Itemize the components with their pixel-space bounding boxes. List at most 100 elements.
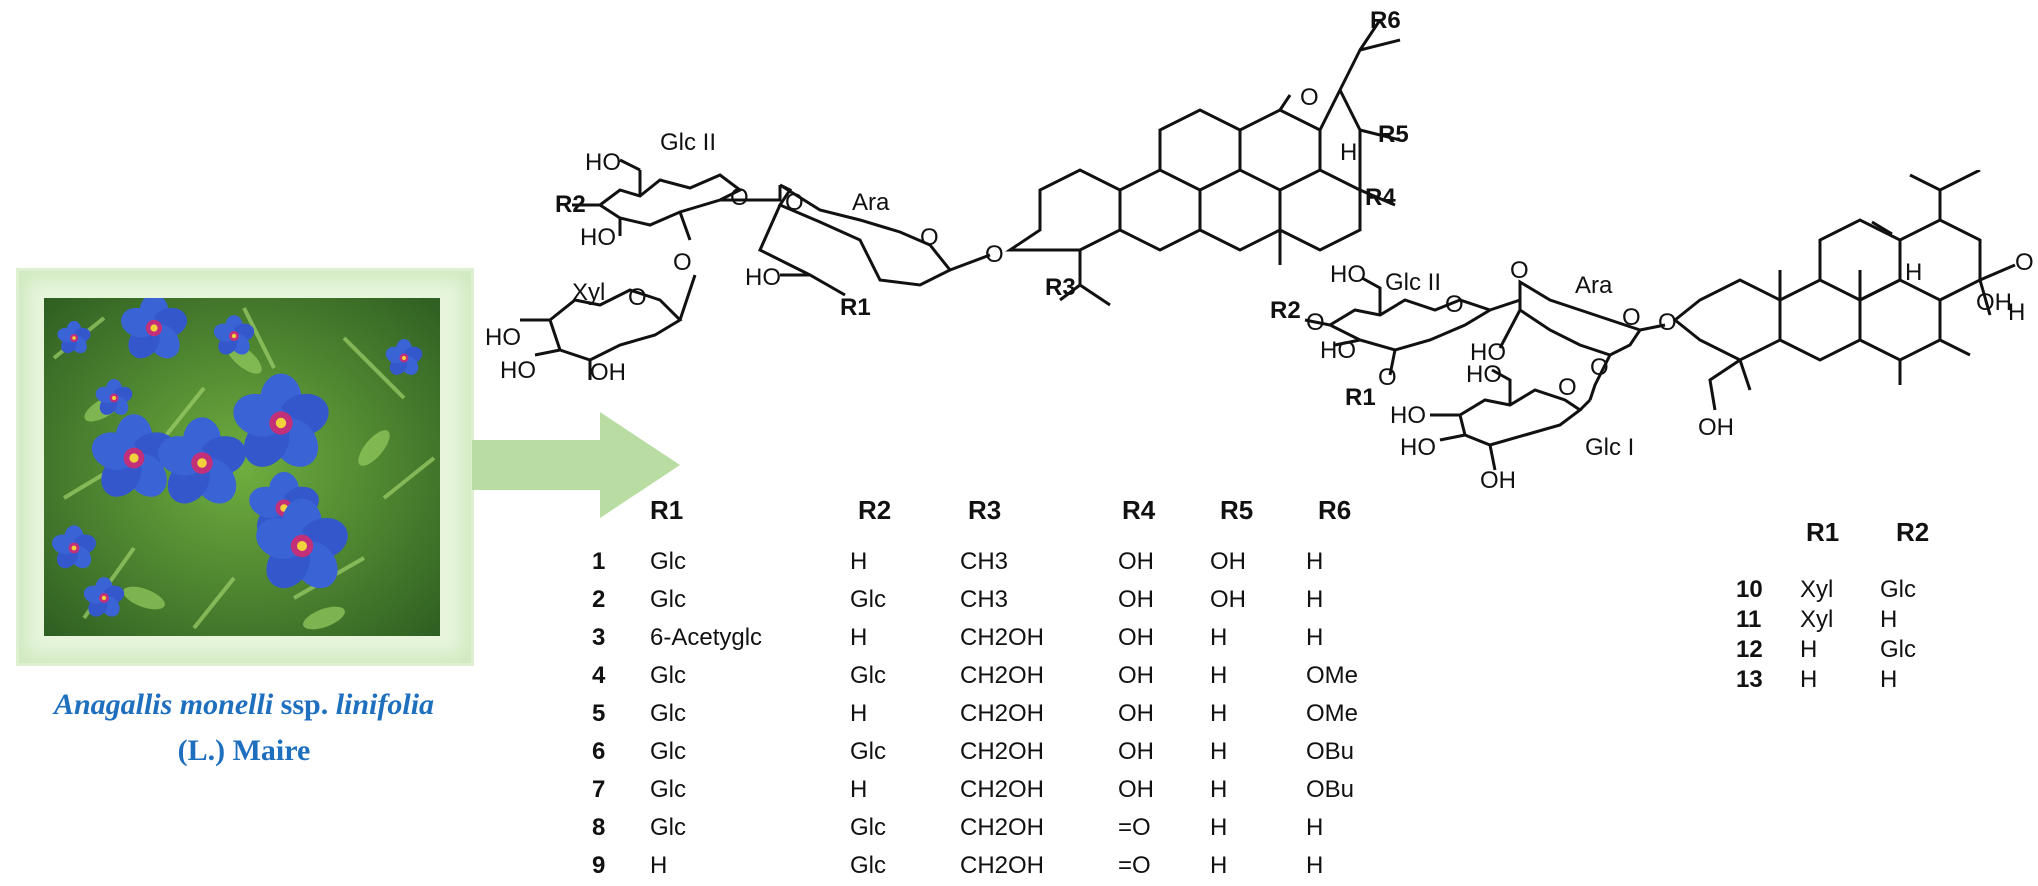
xyl-ring [520,274,697,380]
t1-row-2-r1: Glc [650,586,686,613]
t2-row-12-r1: H [1800,636,1818,663]
t1-row-3-r5: H [1210,624,1228,651]
t1-row-4-r6: OMe [1306,662,1359,689]
t1-row-5-id: 5 [592,700,606,727]
plant-photo [44,298,440,636]
s1-r1-label: R1 [840,294,871,321]
t2-row-11-r1: Xyl [1800,606,1834,633]
t2-row-12-id: 12 [1736,636,1763,663]
plant-illustration [44,298,440,636]
s1-o-bridge: O [1300,84,1319,111]
t1-row-8-r4: =O [1118,814,1151,841]
t1-row-3-r2: H [850,624,868,651]
t1-row-8-r6: H [1306,814,1324,841]
t1-row-9-r6: H [1306,852,1324,879]
t1-header-r1: R1 [650,495,684,525]
t2-row-10-r2: Glc [1880,576,1916,603]
t1-row-2-r2: Glc [850,586,886,613]
s2-ho-glc2: HO [1320,337,1356,364]
s2-o-glc2ring: O [1445,291,1464,318]
t1-row-6-id: 6 [592,738,606,765]
t1-row-5-r1: Glc [650,700,686,727]
t2-row-13-r2: H [1880,666,1898,693]
t1-row-7-id: 7 [592,776,606,803]
s1-xyl-label: Xyl [572,279,605,306]
s1-o-xylring: O [628,284,647,311]
s2-oh-ring: OH [1976,289,2012,316]
t1-row-4-r4: OH [1118,662,1154,689]
s2-ara-ring [1498,279,1666,401]
t2-row-10-id: 10 [1736,576,1763,603]
t1-row-8-r1: Glc [650,814,686,841]
s2-h-ring: H [1905,259,1922,286]
t1-row-8-r5: H [1210,814,1228,841]
structure-2-labels: Glc II HO R2 O HO O O R1 O Ara O HO O O … [1270,249,2034,494]
t1-row-6-r4: OH [1118,738,1154,765]
s2-ho-ara: HO [1470,339,1506,366]
t1-row-3-r3: CH2OH [960,624,1045,651]
t2-row-10-r1: Xyl [1800,576,1834,603]
t1-row-5-r3: CH2OH [960,700,1045,727]
t1-row-8-r2: Glc [850,814,886,841]
t1-row-1-r3: CH3 [960,548,1009,575]
t1-row-5-r4: OH [1118,700,1154,727]
t1-row-6-r6: OBu [1306,738,1355,765]
t1-row-2-r3: CH3 [960,586,1009,613]
s2-r2-label: R2 [1270,297,1301,324]
t1-row-1-r5: OH [1210,548,1246,575]
s2-o-glc1-link: O [1590,354,1609,381]
s2-o-aldehyde: O [2015,249,2034,276]
aglycone-rings [1005,19,1401,307]
t1-row-2-r5: OH [1210,586,1246,613]
t1-row-3-r1: 6-Acetyglc [650,624,763,651]
ara-ring [758,183,991,297]
t2-row-13-r1: H [1800,666,1818,693]
t1-row-1-r1: Glc [650,548,686,575]
t2-row-11-r2: H [1880,606,1898,633]
s1-o-glc2ring: O [730,184,749,211]
s1-ho-xyl2: HO [500,357,536,380]
t1-row-6-r5: H [1210,738,1228,765]
s2-o-ara-link: O [1510,257,1529,284]
s1-o-arating: O [920,224,939,251]
s1-ho-ara: HO [745,264,781,291]
t1-row-1-r4: OH [1118,548,1154,575]
s1-r6-label: R6 [1370,7,1401,34]
s1-r3-label: R3 [1045,274,1076,301]
s1-h: H [1340,139,1357,166]
s1-r5-label: R5 [1378,121,1409,148]
t1-row-6-r1: Glc [650,738,686,765]
s2-glc1-label: Glc I [1585,434,1634,461]
s2-h-aldehyde: H [2008,299,2025,326]
t1-row-7-r2: H [850,776,868,803]
t1-row-2-id: 2 [592,586,606,613]
species-ssp: ssp. [280,688,329,721]
species-variety: linifolia [335,688,435,721]
s2-ara-label: Ara [1575,272,1613,299]
species-author: (L.) Maire [177,734,311,767]
species-genus: Anagallis monelli [53,688,274,721]
t1-row-1-r2: H [850,548,868,575]
t1-row-5-r5: H [1210,700,1228,727]
s2-o-arating: O [1622,304,1641,331]
t1-header-r4: R4 [1122,495,1156,525]
s2-ho-glc1a: HO [1390,402,1426,429]
s1-o-aglycone: O [985,241,1004,268]
s1-ho-xyl1: HO [485,324,521,351]
s1-r4-label: R4 [1365,184,1396,211]
t1-row-2-r4: OH [1118,586,1154,613]
s2-aglycone-rings [1672,170,2016,411]
s1-ho-top: HO [585,149,621,176]
t1-row-7-r3: CH2OH [960,776,1045,803]
t1-row-9-r5: H [1210,852,1228,879]
s2-r1-label: R1 [1345,384,1376,411]
t1-header-r2: R2 [858,495,892,525]
right-arrow-icon [472,412,680,518]
s2-glc1-ring [1430,368,1592,471]
s2-ho-glc1b: HO [1400,434,1436,461]
t2-row-11-id: 11 [1736,606,1762,633]
t1-row-9-r4: =O [1118,852,1151,879]
s2-o-r2: O [1306,309,1325,336]
t1-row-6-r3: CH2OH [960,738,1045,765]
t1-row-4-id: 4 [592,662,606,689]
